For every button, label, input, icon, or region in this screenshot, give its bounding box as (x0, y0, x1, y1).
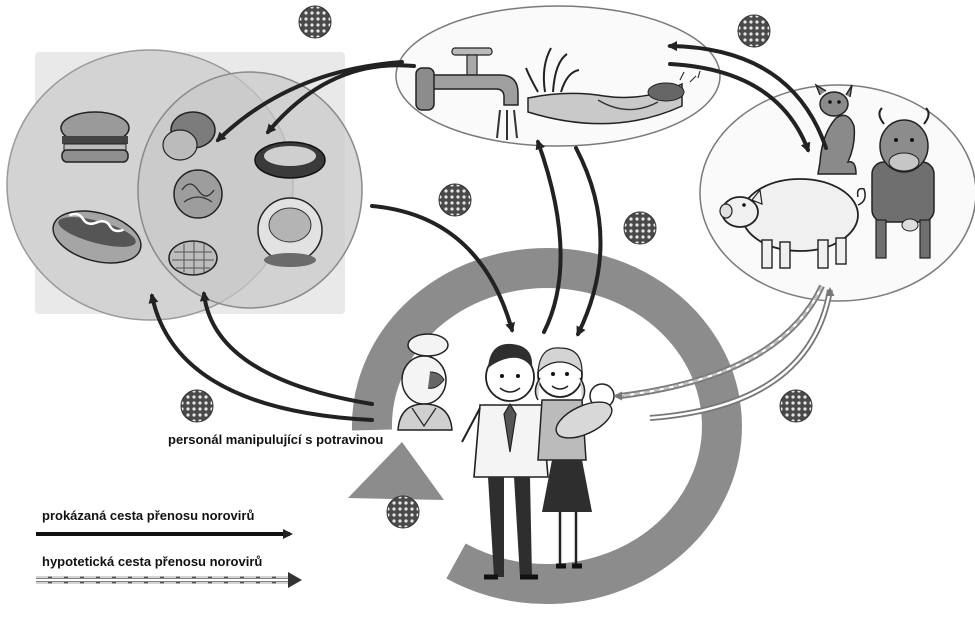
pond-icon (525, 47, 701, 125)
legend-proven-label: prokázaná cesta přenosu norovirů (42, 508, 255, 523)
lettuce-icon (173, 169, 223, 219)
oyster-icon (254, 141, 326, 267)
baby-icon (555, 383, 615, 439)
food-set-fresh (137, 71, 363, 309)
norovirus-particle-icon (438, 183, 472, 217)
arrow-handler-to-processed-food (148, 293, 374, 422)
arrow-animals-to-water (667, 41, 828, 150)
mussel-icon (162, 111, 216, 161)
norovirus-particle-icon (623, 211, 657, 245)
water-tap-icon (415, 47, 519, 140)
norovirus-particle-icon (298, 5, 332, 39)
arrow-water-to-animals (668, 62, 811, 153)
arrow-animals-to-baby (613, 284, 825, 401)
pig-icon (719, 178, 866, 269)
food-handler-label: personál manipulující s potravinou (168, 432, 384, 447)
human-transmission-ring (348, 248, 742, 604)
water-group (395, 5, 721, 147)
burger-icon (60, 111, 130, 163)
arrow-handler-to-fresh-food (199, 291, 374, 406)
legend-hypothetical-arrow (36, 572, 302, 588)
norovirus-particle-icon (779, 389, 813, 423)
woman-icon (534, 347, 592, 569)
proven-transmission-arrows (148, 41, 828, 422)
hotdog-icon (52, 210, 142, 264)
legend-hypothetical-label: hypotetická cesta přenosu norovirů (42, 554, 263, 569)
arrow-food-to-family (370, 204, 515, 333)
food-group (6, 49, 363, 321)
arrow-water-to-fresh-produce (215, 60, 404, 143)
arrow-water-to-food (266, 63, 416, 135)
dog-icon (814, 83, 857, 175)
norovirus-particle-icon (737, 14, 771, 48)
hypothetical-transmission-arrows (613, 284, 835, 421)
arrow-baby-to-animals (649, 287, 835, 421)
cow-icon (871, 107, 935, 259)
ring-arrowhead (348, 442, 444, 500)
norovirus-particle-icon (180, 389, 214, 423)
norovirus-particle-icon (386, 495, 420, 529)
arrow-family-to-water (535, 139, 563, 334)
animal-group (699, 83, 975, 302)
arrow-water-to-family (574, 146, 603, 337)
berries-icon (168, 240, 218, 276)
legend (36, 529, 302, 588)
food-handler-icon (397, 333, 453, 431)
